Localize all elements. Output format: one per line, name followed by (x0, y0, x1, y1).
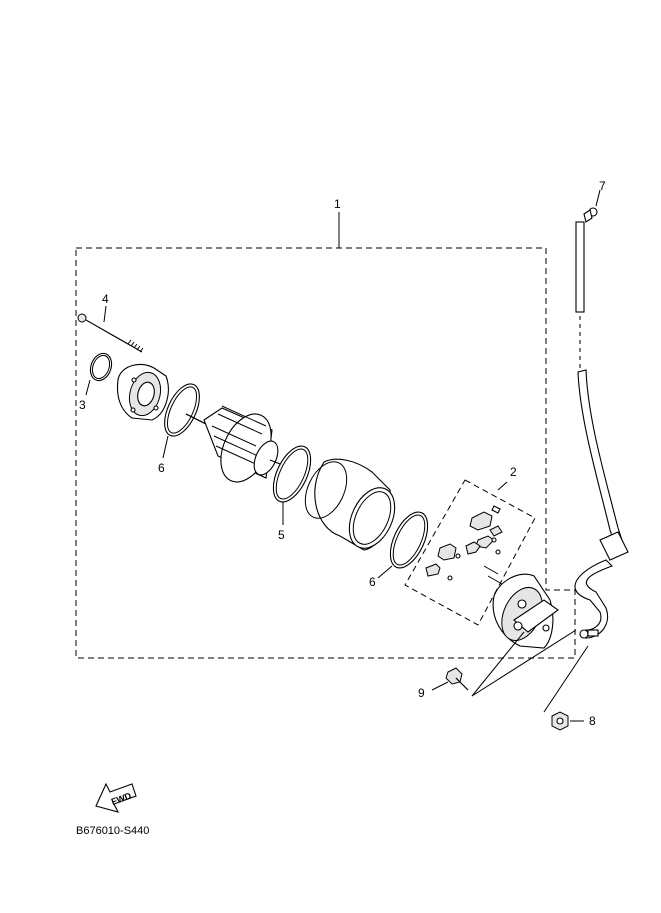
long-bolt (77, 313, 144, 353)
seal-ring-rear (389, 511, 429, 569)
armature (185, 405, 291, 483)
callout-7: 7 (599, 179, 606, 193)
o-ring-middle (272, 445, 312, 503)
short-bolt (445, 667, 469, 691)
callout-8: 8 (589, 714, 596, 728)
seal-ring-front (164, 383, 200, 437)
callout-2: 2 (510, 465, 517, 479)
callout-6-front: 6 (158, 461, 165, 475)
front-cover (116, 363, 169, 421)
starter-cable (574, 207, 629, 639)
rear-cover (492, 573, 559, 649)
yoke (304, 458, 396, 551)
callout-6-rear: 6 (369, 575, 376, 589)
callout-3: 3 (79, 398, 86, 412)
callout-9: 9 (418, 686, 425, 700)
assembly-boundary (75, 247, 576, 659)
callout-4: 4 (102, 292, 109, 306)
brush-holder-boundary (404, 479, 536, 626)
callout-5: 5 (278, 528, 285, 542)
brush-holder-parts: 2 (425, 465, 517, 585)
diagram-code: B676010-S440 (76, 825, 149, 837)
fwd-arrow-icon: FWD (95, 782, 137, 813)
callout-1: 1 (334, 197, 341, 211)
nut (551, 711, 569, 731)
